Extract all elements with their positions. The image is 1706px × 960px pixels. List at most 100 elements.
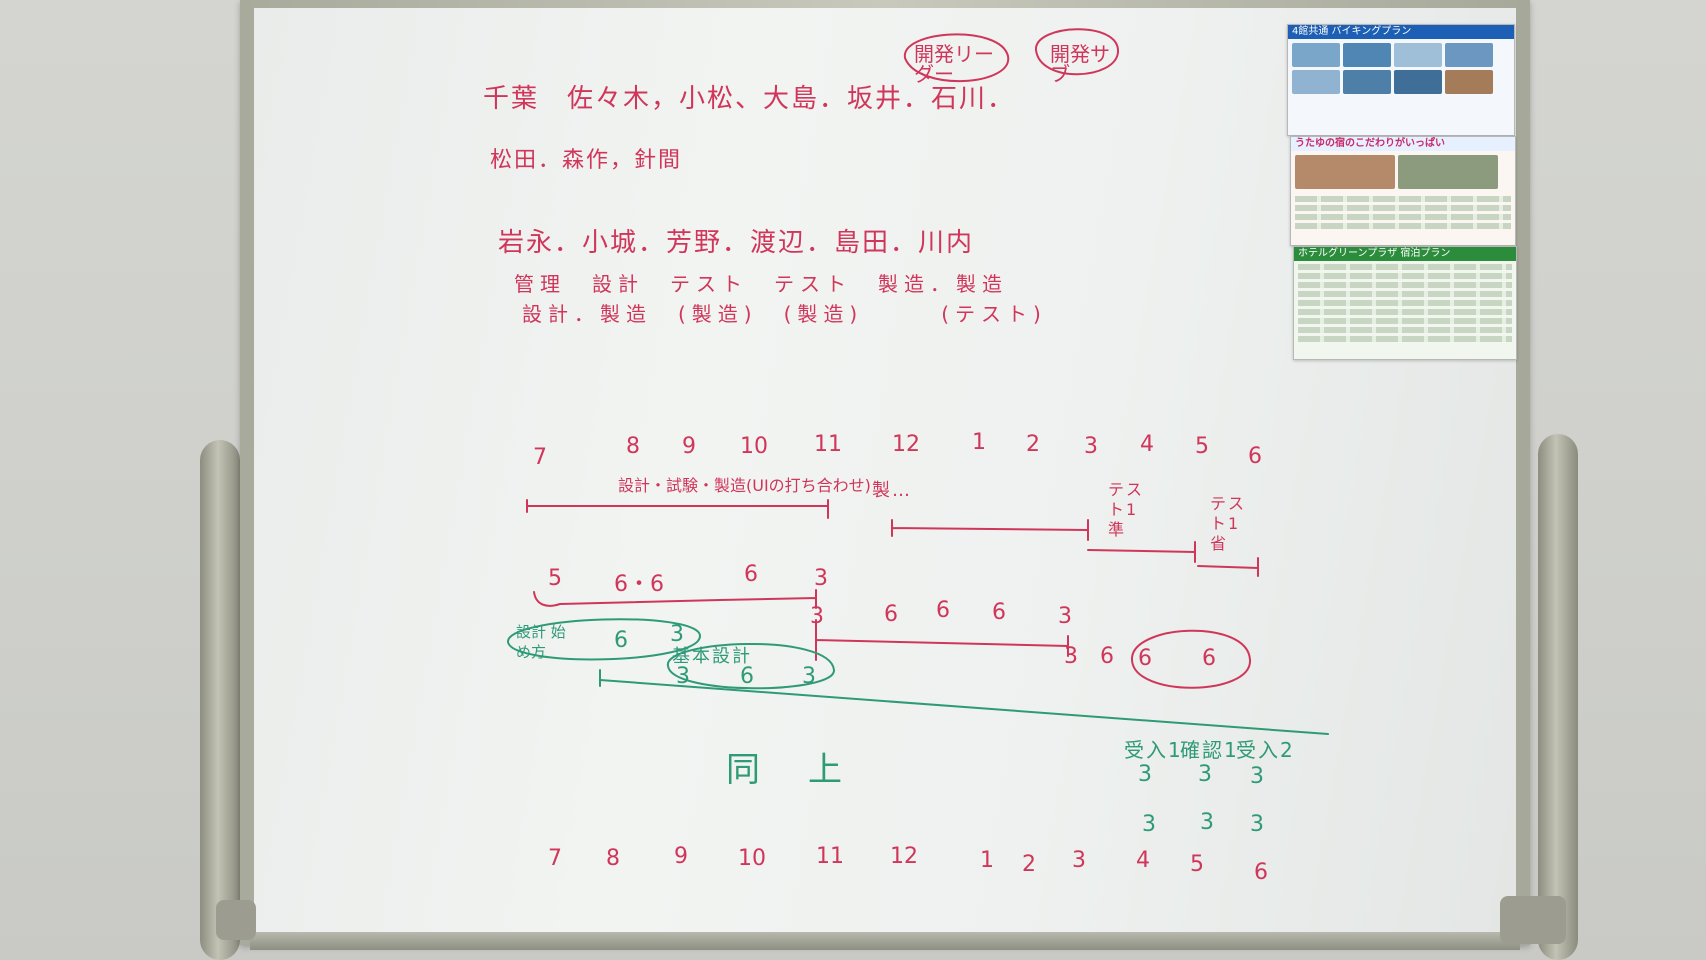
count-value: 6 (1100, 644, 1114, 669)
count-value: 6・6 (614, 572, 664, 597)
hotel-photo (1292, 70, 1340, 94)
month-top: 9 (682, 434, 696, 459)
accept-value: 3 (1138, 762, 1152, 787)
green-line-long (599, 679, 1329, 735)
accept-value: 3 (1200, 810, 1214, 835)
hotel-photo (1445, 43, 1493, 67)
accept-value: 3 (1250, 764, 1264, 789)
count-value: 6 (992, 600, 1006, 625)
month-top: 2 (1026, 432, 1040, 457)
accept-value: 3 (1250, 812, 1264, 837)
poster-banner: ホテルグリーンプラザ 宿泊プラン (1294, 247, 1516, 261)
month-top: 8 (626, 434, 640, 459)
circled-count: 6 (1202, 646, 1216, 671)
month-bottom: 4 (1136, 848, 1150, 873)
green-block1-value: 6 (614, 628, 628, 653)
circle-leader-stroke (903, 33, 1010, 83)
green-block2-label: 基本設計 (672, 646, 752, 667)
month-bottom: 12 (890, 844, 918, 869)
month-top: 10 (740, 434, 768, 459)
stand-left-foot (216, 900, 256, 940)
names-row-3: 岩永．小城．芳野．渡辺．島田．川内 (498, 228, 975, 258)
hotel-poster-buffet: 4館共通 バイキングプラン (1287, 24, 1515, 136)
month-top: 11 (814, 432, 842, 457)
marker-tray (250, 932, 1520, 950)
green-block2-value: 6 (740, 664, 754, 689)
bracket-design (526, 499, 829, 519)
names-row-1: 千葉 佐々木，小松、大島．坂井．石川． (483, 84, 1016, 114)
stand-right-foot (1500, 896, 1566, 944)
poster-photo-grid (1291, 151, 1515, 193)
month-bottom: 1 (980, 848, 994, 873)
hotel-photo (1394, 70, 1442, 94)
poster-photo-grid (1288, 39, 1514, 98)
circle-counts (1130, 629, 1252, 689)
hotel-photo (1445, 70, 1493, 94)
bracket-counts-2 (815, 619, 1069, 661)
poster-price-table (1291, 193, 1515, 235)
poster-price-table (1294, 261, 1516, 348)
phase-test2-label: テスト1 省 (1210, 494, 1247, 553)
month-bottom: 10 (738, 846, 766, 871)
accept-header: 受入1 (1124, 738, 1183, 762)
circled-count: 6 (1138, 646, 1152, 671)
hotel-photo (1295, 155, 1395, 189)
poster-banner: 4館共通 バイキングプラン (1288, 25, 1514, 39)
count-value: 6 (744, 562, 758, 587)
month-top: 6 (1248, 444, 1262, 469)
green-block1-value: 3 (670, 622, 684, 647)
green-circle-1 (506, 618, 702, 661)
month-top: 3 (1084, 434, 1098, 459)
roles-row-1: 管理 設計 テスト テスト 製造．製造 (514, 272, 1008, 296)
phase-mfg-label: 製… (872, 480, 912, 501)
month-top: 7 (533, 445, 547, 470)
hotel-poster-utayu: うたゆの宿のこだわりがいっぱい (1290, 136, 1516, 246)
stand-right-leg (1538, 434, 1578, 960)
count-value: 6 (884, 602, 898, 627)
month-bottom: 3 (1072, 848, 1086, 873)
hotel-photo (1343, 43, 1391, 67)
month-top: 1 (972, 430, 986, 455)
accept-value: 3 (1198, 762, 1212, 787)
count-value: 6 (936, 598, 950, 623)
month-bottom: 2 (1022, 852, 1036, 877)
circle-sub-stroke (1034, 28, 1120, 76)
bracket-test1 (1087, 541, 1196, 563)
accept-header: 受入2 (1236, 738, 1295, 762)
same-as-above-note: 同上 (726, 750, 890, 790)
month-bottom: 8 (606, 846, 620, 871)
count-value: 3 (814, 566, 828, 591)
hotel-photo (1398, 155, 1498, 189)
names-row-2: 松田．森作，針間 (490, 148, 683, 173)
phase-design-label: 設計・試験・製造(UIの打ち合わせ) (618, 476, 871, 495)
accept-value: 3 (1142, 812, 1156, 837)
month-top: 5 (1195, 434, 1209, 459)
count-value: 5 (548, 566, 562, 591)
hotel-photo (1292, 43, 1340, 67)
month-bottom: 7 (548, 846, 562, 871)
accept-header: 確認1 (1180, 738, 1239, 762)
poster-banner: うたゆの宿のこだわりがいっぱい (1291, 137, 1515, 151)
green-block2-value: 3 (676, 664, 690, 689)
count-value: 3 (810, 604, 824, 629)
phase-test1-label: テスト1 準 (1108, 480, 1145, 539)
month-top: 12 (892, 432, 920, 457)
circle-note-right: 開発サブ (1050, 42, 1110, 86)
hotel-photo (1343, 70, 1391, 94)
month-bottom: 5 (1190, 852, 1204, 877)
green-circle-2 (666, 643, 836, 690)
stand-left-leg (200, 440, 240, 960)
bracket-mfg (891, 519, 1089, 541)
roles-row-2: 設計．製造 (製造) (製造) (テスト) (522, 302, 1047, 326)
month-bottom: 9 (674, 844, 688, 869)
month-bottom: 6 (1254, 860, 1268, 885)
hotel-photo (1394, 43, 1442, 67)
bracket-test2 (1197, 557, 1259, 577)
hotel-poster-greenplaza: ホテルグリーンプラザ 宿泊プラン (1293, 246, 1517, 360)
bracket-counts-1 (533, 589, 817, 609)
count-value: 3 (1058, 604, 1072, 629)
month-top: 4 (1140, 432, 1154, 457)
month-bottom: 11 (816, 844, 844, 869)
circle-note-left: 開発リーダー (914, 42, 994, 86)
